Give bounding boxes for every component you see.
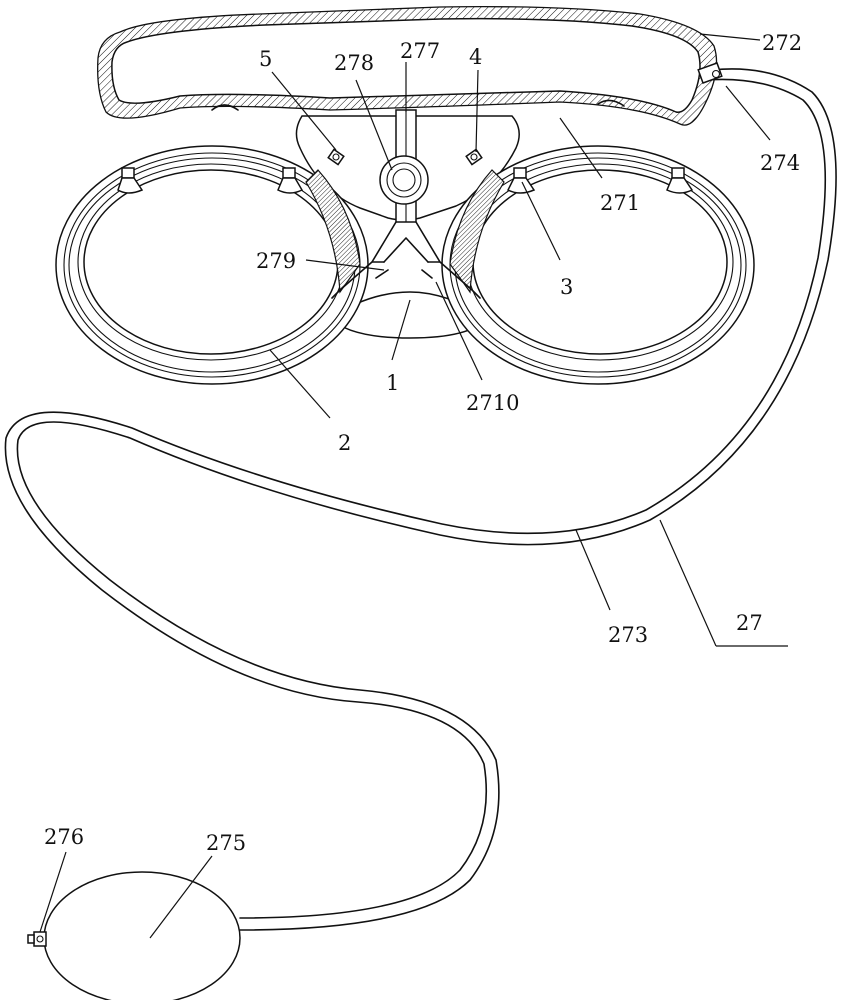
label-5: 5 [259,47,272,71]
label-272: 272 [762,31,802,55]
label-277: 277 [400,39,440,63]
label-274: 274 [760,151,800,175]
leader-lines [39,33,788,939]
hose-connector [697,62,723,84]
label-273: 273 [608,623,648,647]
right-nozzle-1 [506,167,536,194]
label-275: 275 [206,831,246,855]
bulb-release-valve [27,931,47,947]
right-valve [465,148,483,166]
right-eyepiece [441,145,755,385]
label-2: 2 [338,431,351,455]
left-nozzle-2 [277,167,304,194]
reference-numerals: 272 277 278 5 4 274 271 279 3 1 2710 2 2… [44,31,802,855]
label-1: 1 [386,371,399,395]
left-nozzle-1 [117,167,144,194]
right-nozzle-2 [666,167,694,194]
label-4: 4 [469,45,482,69]
label-278: 278 [334,51,374,75]
label-271: 271 [600,191,640,215]
left-eyepiece [55,145,369,385]
air-hose [4,68,837,931]
label-2710: 2710 [466,391,519,415]
label-276: 276 [44,825,84,849]
head-strap [97,5,718,126]
label-279: 279 [256,249,296,273]
left-valve [327,148,345,166]
squeeze-bulb [43,871,241,1000]
label-3: 3 [560,275,573,299]
label-27: 27 [736,611,763,635]
pressure-gauge [379,155,429,205]
